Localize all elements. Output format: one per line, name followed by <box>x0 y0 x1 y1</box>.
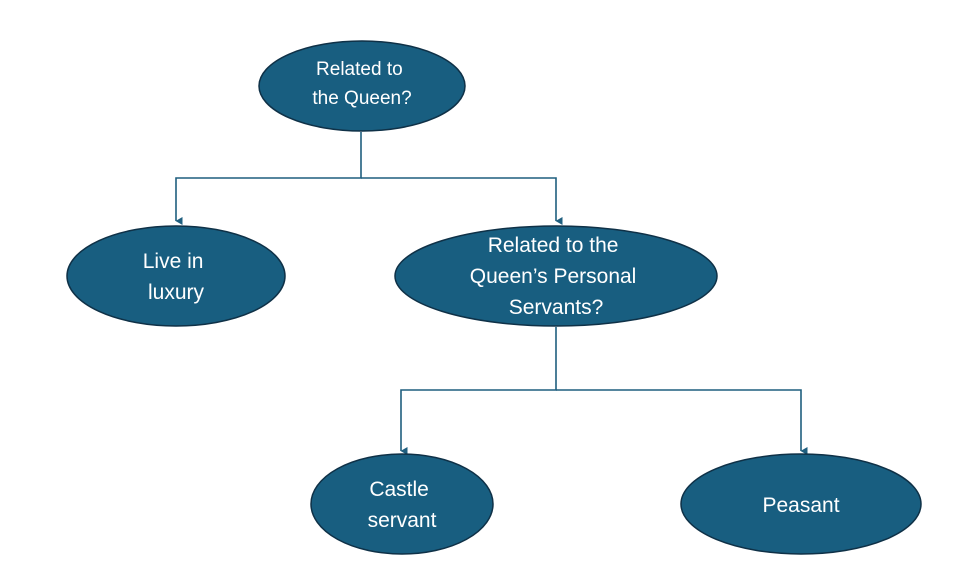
node-castle-label: Castle servant <box>368 478 437 532</box>
node-servants-line-3: Servants? <box>509 296 604 319</box>
node-servants-line-1: Related to the <box>488 234 619 257</box>
node-luxury-label: Live in luxury <box>143 250 210 304</box>
node-root-line-2: the Queen? <box>312 88 411 109</box>
node-luxury-line-2: luxury <box>148 281 205 304</box>
connector-servants-to-peasant <box>556 389 808 455</box>
node-peasant-line-1: Peasant <box>762 494 839 517</box>
node-peasant: Peasant <box>680 453 922 555</box>
node-castle-line-1: Castle <box>369 478 429 501</box>
node-castle-servant: Castle servant <box>310 453 494 555</box>
node-peasant-shape <box>680 453 922 555</box>
node-servants-shape <box>394 225 718 327</box>
node-live-in-luxury: Live in luxury <box>66 225 286 327</box>
node-root-shape <box>258 40 466 132</box>
node-related-to-servants: Related to the Queen’s Personal Servants… <box>394 225 718 327</box>
node-luxury-shape <box>66 225 286 327</box>
node-luxury-line-1: Live in <box>143 250 204 273</box>
connectors <box>175 132 808 455</box>
node-servants-label: Related to the Queen’s Personal Servants… <box>470 234 642 319</box>
node-peasant-label: Peasant <box>762 494 839 517</box>
node-root-line-1: Related to <box>316 59 403 80</box>
node-castle-line-2: servant <box>368 509 437 532</box>
connector-root-to-servants <box>361 177 563 225</box>
connector-root-to-luxury <box>175 132 362 225</box>
node-root-label: Related to the Queen? <box>312 59 411 109</box>
node-castle-shape <box>310 453 494 555</box>
node-root: Related to the Queen? <box>258 40 466 132</box>
connector-servants-to-castle <box>400 327 557 455</box>
node-servants-line-2: Queen’s Personal <box>470 265 637 288</box>
